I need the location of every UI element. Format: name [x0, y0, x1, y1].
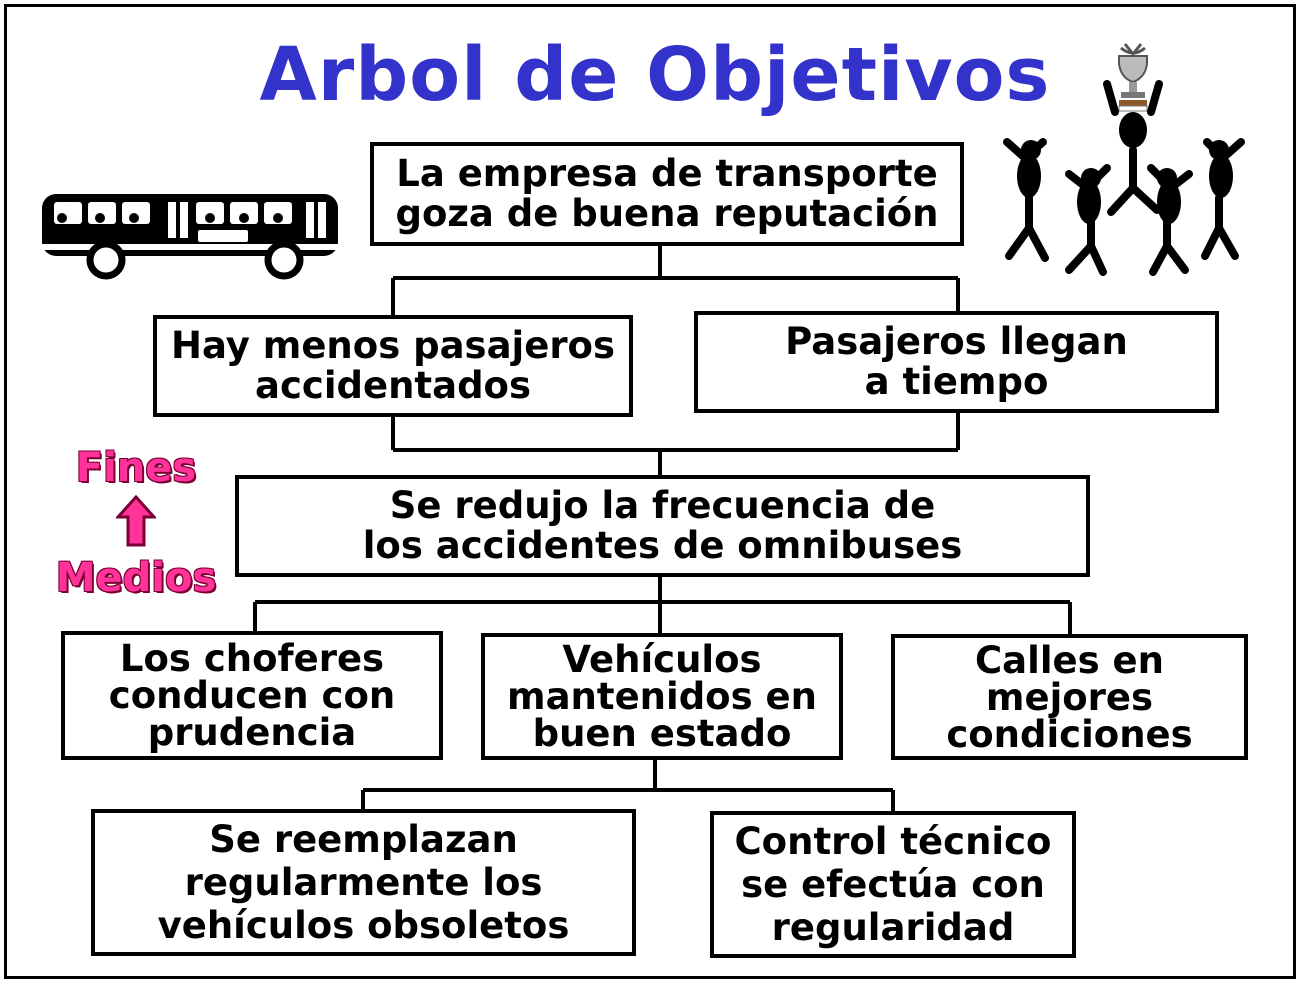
bus-icon	[42, 194, 338, 280]
technical-control-box: Control técnico se efectúa con regularid…	[710, 811, 1076, 958]
ends-label: Fines	[75, 445, 197, 491]
trophy-icon	[1118, 43, 1148, 112]
means-label: Medios	[55, 555, 217, 601]
prudent-drivers-box: Los choferes conducen con prudencia	[61, 631, 443, 760]
maintained-vehicles-box: Vehículos mantenidos en buen estado	[481, 633, 843, 760]
fewer-injured-box: Hay menos pasajeros accidentados	[153, 315, 633, 417]
replaced-vehicles-box: Se reemplazan regularmente los vehículos…	[91, 809, 636, 956]
better-streets-box: Calles en mejores condiciones	[891, 634, 1248, 760]
fewer-accidents-box: Se redujo la frecuencia de los accidente…	[235, 475, 1090, 577]
up-arrow-icon	[116, 495, 156, 547]
page-title: Arbol de Objetivos	[259, 32, 1051, 118]
means-ends-indicator: Fines Medios	[36, 448, 236, 608]
on-time-box: Pasajeros llegan a tiempo	[694, 311, 1219, 413]
celebrating-people-icon	[1003, 43, 1245, 276]
goal-box: La empresa de transporte goza de buena r…	[370, 142, 964, 246]
